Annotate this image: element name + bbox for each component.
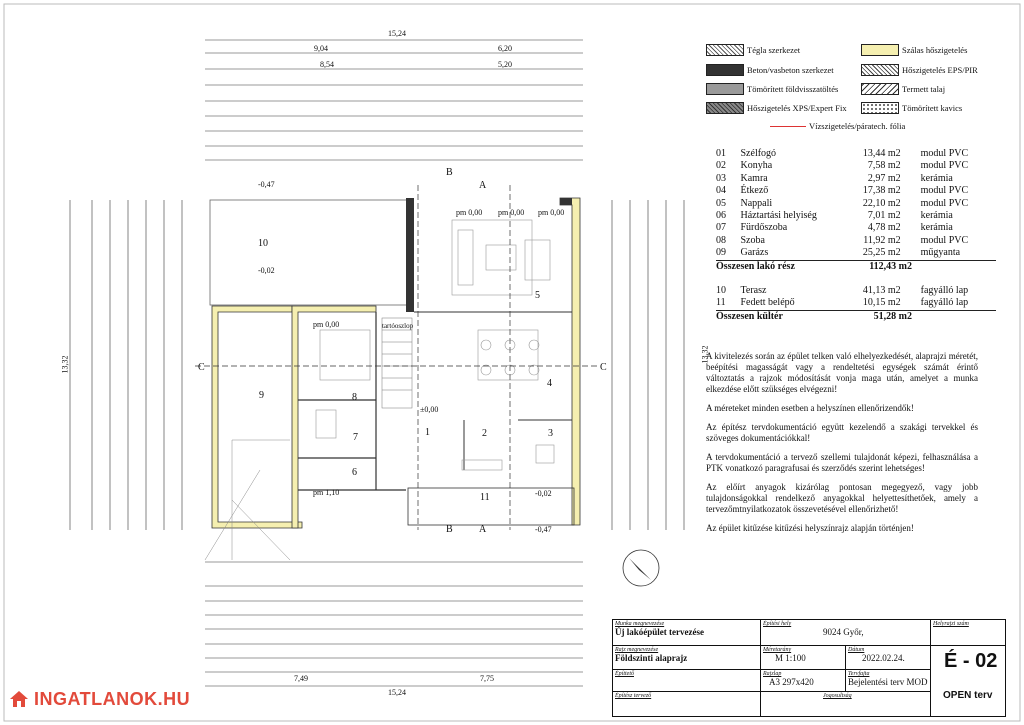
drawing-code: É - 02 xyxy=(944,650,998,672)
watermark-text: INGATLANOK.HU xyxy=(34,688,191,709)
tb-builder: Építtető xyxy=(613,670,761,692)
legend-swatch-gravel xyxy=(861,102,899,114)
note: A kivitelezés során az épület telken val… xyxy=(706,351,978,394)
side-dimension-lines xyxy=(69,200,685,530)
staircase xyxy=(381,317,413,409)
legend-item: Tégla szerkezet xyxy=(706,44,800,56)
legend-swatch-concrete xyxy=(706,64,744,76)
top-dimension-lines xyxy=(205,39,583,161)
ingatlanok-logo[interactable]: INGATLANOK.HU xyxy=(8,688,190,710)
legend-item: Termett talaj xyxy=(861,83,945,95)
general-notes: A kivitelezés során az épület telken val… xyxy=(706,351,978,542)
legend-item: Vízszigetelés/páratech. fólia xyxy=(770,121,905,131)
legend-swatch-fill xyxy=(706,83,744,95)
note: A tervdokumentáció a tervező szellemi tu… xyxy=(706,452,978,473)
building-walls xyxy=(211,197,581,529)
legend-swatch-membrane xyxy=(770,125,806,127)
legend-swatch-fibre xyxy=(861,44,899,56)
tb-permit: Helyrajzi szám xyxy=(931,620,1005,646)
house-icon xyxy=(10,691,28,707)
garage-roof-lines xyxy=(204,439,291,561)
legend-item: Hőszigetelés EPS/PIR xyxy=(861,64,978,76)
section-lines xyxy=(195,185,600,530)
terrace-outline xyxy=(209,199,411,306)
legend-item: Szálas hőszigetelés xyxy=(861,44,967,56)
legend-swatch-soil xyxy=(861,83,899,95)
note: A méreteket minden esetben a helyszínen … xyxy=(706,403,914,413)
legend-item: Beton/vasbeton szerkezet xyxy=(706,64,834,76)
legend-item: Tömörített kavics xyxy=(861,102,962,114)
note: Az építész tervdokumentáció együtt kezel… xyxy=(706,422,978,443)
furniture xyxy=(315,219,555,471)
legend-item: Hőszigetelés XPS/Expert Fix xyxy=(706,102,847,114)
tb-sign: Jogosultság xyxy=(761,692,931,716)
legend-swatch-brick xyxy=(706,44,744,56)
note: Az előírt anyagok kizárólag pontosan meg… xyxy=(706,482,978,514)
bottom-dimension-lines xyxy=(205,561,583,687)
legend-swatch-xps xyxy=(706,102,744,114)
north-arrow-icon xyxy=(622,549,660,587)
note: Az épület kitűzése kitűzési helyszínrajz… xyxy=(706,523,914,533)
legend-swatch-eps xyxy=(861,64,899,76)
tb-designer: Építész tervező xyxy=(613,692,761,716)
legend-item: Tömörített földvisszatöltés xyxy=(706,83,838,95)
office-logo: OPEN terv xyxy=(943,690,993,701)
